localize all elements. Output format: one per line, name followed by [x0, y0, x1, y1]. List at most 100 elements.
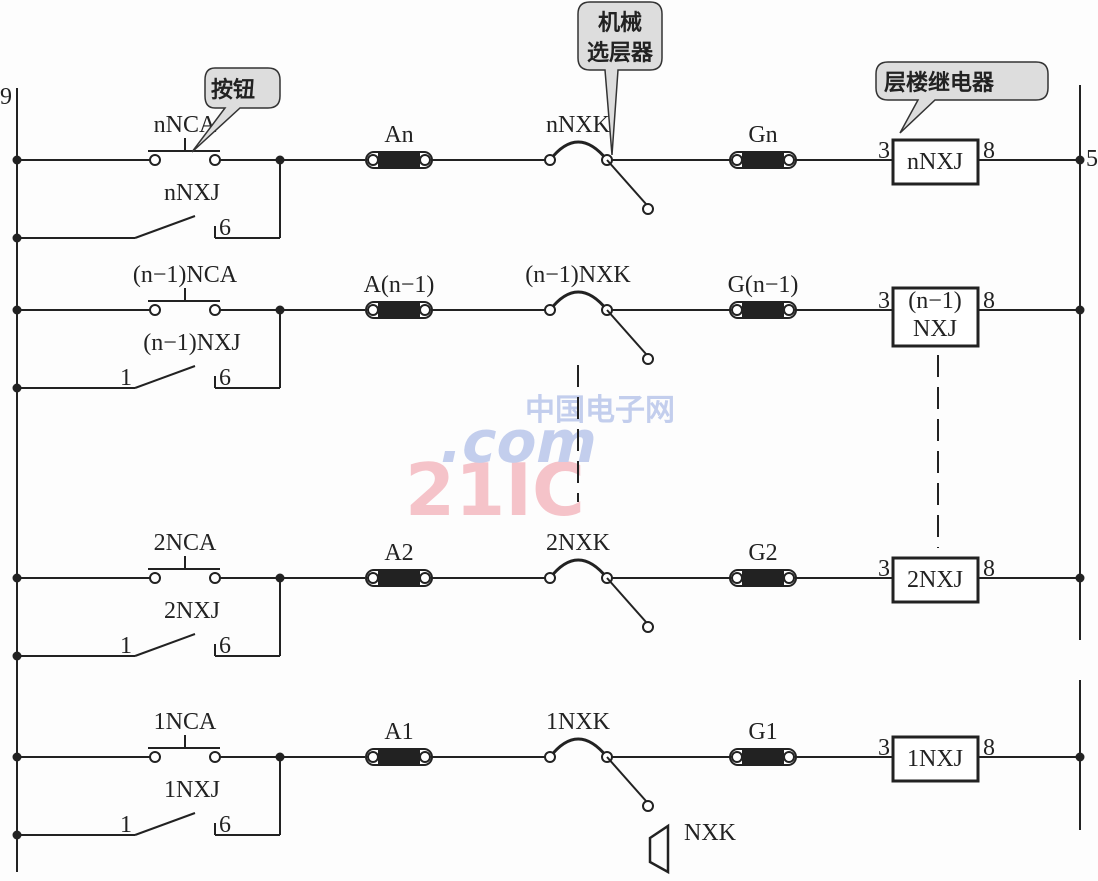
fuse-element [378, 571, 420, 585]
selector-arm [606, 577, 647, 623]
selector-arc [548, 737, 609, 758]
contact-pin-left: 1 [120, 812, 132, 838]
fuse-terminal [419, 751, 431, 763]
callout-selector-text-2: 选层器 [587, 41, 654, 66]
fuse-a-label: A(n−1) [364, 272, 435, 298]
terminal-circle [642, 203, 654, 215]
fuse-terminal [783, 154, 795, 166]
nxk-symbol-label: NXK [684, 820, 737, 846]
fuse-element [378, 303, 420, 317]
terminal-circle [209, 304, 221, 316]
terminal-circle [149, 154, 161, 166]
relay-box [891, 556, 980, 604]
watermark-logo: 21IC [405, 448, 585, 532]
callout-selector-text-1: 机械 [598, 11, 642, 36]
junction-dot [1075, 155, 1085, 165]
relay-label: nNXJ [907, 149, 963, 175]
terminal-circle [544, 572, 556, 584]
fuse-terminal [731, 572, 743, 584]
fuse-terminal [783, 304, 795, 316]
nxk-symbol: NXK [648, 820, 737, 875]
fuse-terminal [367, 751, 379, 763]
selector-label: 1NXK [546, 709, 611, 735]
relay-pin-out: 8 [983, 288, 995, 314]
watermark-domain: .com [434, 409, 605, 476]
fuse-element [378, 153, 420, 167]
relay-contact-blade [134, 215, 196, 239]
contact-label: (n−1)NXJ [143, 330, 241, 356]
contact-pin-right: 6 [219, 812, 231, 838]
pushbutton-label: 1NCA [154, 709, 217, 735]
fuse-terminal [367, 572, 379, 584]
relay-pin-out: 8 [983, 138, 995, 164]
junction-dot [1075, 573, 1085, 583]
fuse-terminal [731, 304, 743, 316]
pushbutton-nca [148, 735, 221, 763]
terminal-circle [149, 751, 161, 763]
fuse-g [729, 301, 797, 319]
relay-label: 1NXJ [907, 746, 963, 772]
contact-pin-left: 1 [120, 633, 132, 659]
callout-relay: 层楼继电器 [875, 61, 1049, 134]
relay-box [891, 735, 980, 783]
selector-arm [606, 159, 647, 205]
selector-label: nNXK [546, 112, 611, 138]
terminal-circle [544, 751, 556, 763]
terminal-circle [642, 800, 654, 812]
terminal-circle [209, 751, 221, 763]
floor-selector-nxk [544, 558, 654, 633]
fuse-terminal [419, 154, 431, 166]
terminal-circle [642, 621, 654, 633]
relay-pin-in: 3 [878, 138, 890, 164]
floor-selector-nxk [544, 290, 654, 365]
callout-button-text: 按钮 [211, 77, 255, 103]
terminal-circle [544, 154, 556, 166]
fuse-element [742, 153, 784, 167]
contact-pin-right: 6 [219, 365, 231, 391]
relay-pin-out: 8 [983, 735, 995, 761]
fuse-g-label: Gn [748, 122, 777, 148]
relay-contact-blade [134, 365, 196, 389]
fuse-a-label: A2 [384, 540, 413, 566]
terminal-right-label: 5 [1086, 146, 1098, 172]
contact-label: 2NXJ [164, 598, 220, 624]
selector-arm [606, 309, 647, 355]
relay-contact-blade [134, 633, 196, 657]
selector-label: (n−1)NXK [525, 262, 631, 288]
relay-pin-in: 3 [878, 735, 890, 761]
pushbutton-nca [148, 556, 221, 584]
terminal-circle [149, 304, 161, 316]
terminal-circle [544, 304, 556, 316]
fuse-terminal [731, 154, 743, 166]
relay-pin-in: 3 [878, 556, 890, 582]
selector-arc [548, 290, 609, 311]
floor-selector-nxk [544, 140, 654, 215]
callout-selector: 机械 选层器 [577, 1, 663, 156]
contact-label: 1NXJ [164, 777, 220, 803]
terminal-circle [209, 572, 221, 584]
fuse-a [365, 301, 433, 319]
relay-pin-out: 8 [983, 556, 995, 582]
callout-button: 按钮 [191, 67, 281, 153]
fuse-terminal [367, 154, 379, 166]
watermark: 21IC .com 中国电子网 [405, 393, 675, 532]
contact-label: nNXJ [164, 180, 220, 206]
fuse-g-label: G(n−1) [728, 272, 799, 298]
pushbutton-nca [148, 288, 221, 316]
fuse-element [742, 571, 784, 585]
relay-pin-in: 3 [878, 288, 890, 314]
fuse-terminal [419, 572, 431, 584]
contact-pin-right: 6 [219, 215, 231, 241]
selector-arm [606, 756, 647, 802]
fuse-g [729, 151, 797, 169]
fuse-element [742, 303, 784, 317]
fuse-g [729, 569, 797, 587]
contact-pin-right: 6 [219, 633, 231, 659]
floor-selector-nxk [544, 737, 654, 812]
relay-contact-blade [134, 812, 196, 836]
selector-label: 2NXK [546, 530, 611, 556]
